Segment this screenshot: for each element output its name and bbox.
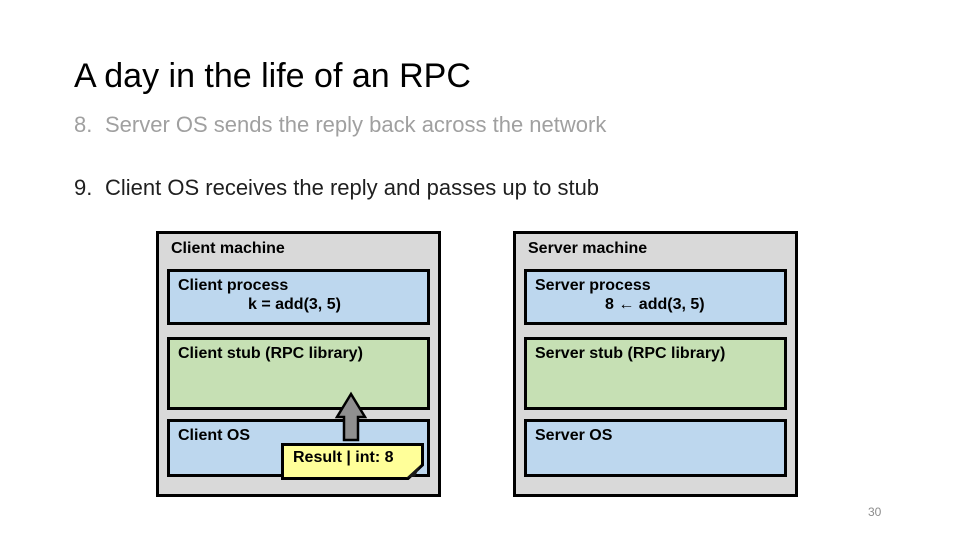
client-process-box: Client process k = add(3, 5) [167,269,430,325]
server-machine-box: Server machine Server process 8 ← add(3,… [513,231,798,497]
client-stub-box: Client stub (RPC library) [167,337,430,410]
client-machine-label: Client machine [171,240,285,257]
server-stub-box: Server stub (RPC library) [524,337,787,410]
result-note [281,443,424,480]
step-text: Server OS sends the reply back across th… [105,112,607,137]
server-process-detail: 8 ← add(3, 5) [605,296,705,313]
server-process-label: Server process [535,277,651,294]
step-number: 9. [74,175,93,200]
page-number: 30 [868,505,882,519]
slide-title: A day in the life of an RPC [74,57,471,95]
step-8: 8. Server OS sends the reply back across… [74,111,606,139]
server-os-label: Server OS [535,427,613,444]
arrow-up-icon [334,391,368,442]
step-9: 9. Client OS receives the reply and pass… [74,174,599,202]
server-process-box: Server process 8 ← add(3, 5) [524,269,787,325]
server-stub-label: Server stub (RPC library) [535,345,726,362]
client-os-label: Client OS [178,427,251,444]
step-text: Client OS receives the reply and passes … [105,175,600,200]
client-machine-box: Client machine Client process k = add(3,… [156,231,441,497]
client-stub-label: Client stub (RPC library) [178,345,363,362]
step-number: 8. [74,112,93,137]
client-process-label: Client process [178,277,289,294]
result-note-text: Result | int: 8 [293,449,394,466]
server-os-box: Server OS [524,419,787,477]
client-process-detail: k = add(3, 5) [248,296,341,313]
server-machine-label: Server machine [528,240,648,257]
